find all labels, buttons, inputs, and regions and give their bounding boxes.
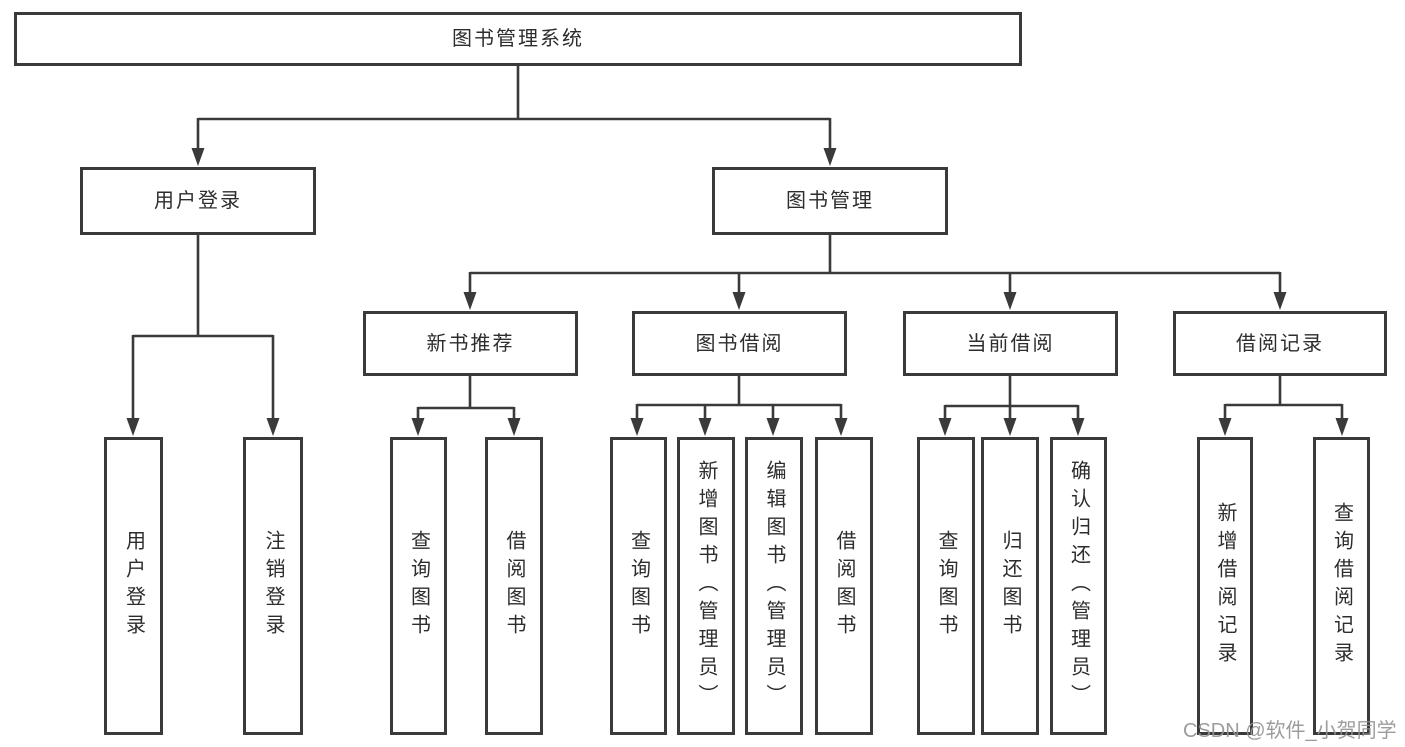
node-book-borrow: 图书借阅 (632, 311, 847, 376)
connector-recommend-to-leaves (411, 375, 521, 436)
node-user-login: 用户登录 (80, 167, 316, 235)
leaf-borrow-edit-book-admin: 编辑图书（管理员） (745, 437, 803, 735)
connector-current-to-leaves (938, 375, 1085, 436)
connector-borrow-to-leaves (630, 375, 848, 436)
leaf-user-login: 用户登录 (104, 437, 163, 735)
leaf-records-query-borrow-record: 查询借阅记录 (1313, 437, 1370, 735)
leaf-current-return-book: 归还图书 (981, 437, 1039, 735)
leaf-borrow-borrow-book: 借阅图书 (815, 437, 873, 735)
connector-login-to-leaves (126, 234, 280, 436)
connector-records-to-leaves (1218, 375, 1349, 436)
leaf-current-query-book: 查询图书 (917, 437, 975, 735)
leaf-borrow-query-book: 查询图书 (610, 437, 667, 735)
node-book-management: 图书管理 (712, 167, 948, 235)
connector-root-to-level2 (191, 64, 837, 166)
connector-mgmt-to-level3 (463, 234, 1287, 310)
leaf-records-add-borrow-record: 新增借阅记录 (1197, 437, 1253, 735)
node-new-book-recommend: 新书推荐 (363, 311, 578, 376)
node-library-management-system: 图书管理系统 (14, 12, 1022, 66)
node-current-borrow: 当前借阅 (903, 311, 1118, 376)
csdn-watermark: CSDN @软件_小贺同学 (1183, 720, 1397, 742)
leaf-recommend-borrow-book: 借阅图书 (485, 437, 543, 735)
leaf-recommend-query-book: 查询图书 (390, 437, 447, 735)
leaf-current-confirm-return-admin: 确认归还（管理员） (1050, 437, 1107, 735)
leaf-logout: 注销登录 (243, 437, 303, 735)
leaf-borrow-add-book-admin: 新增图书（管理员） (677, 437, 735, 735)
node-borrow-records: 借阅记录 (1173, 311, 1387, 376)
